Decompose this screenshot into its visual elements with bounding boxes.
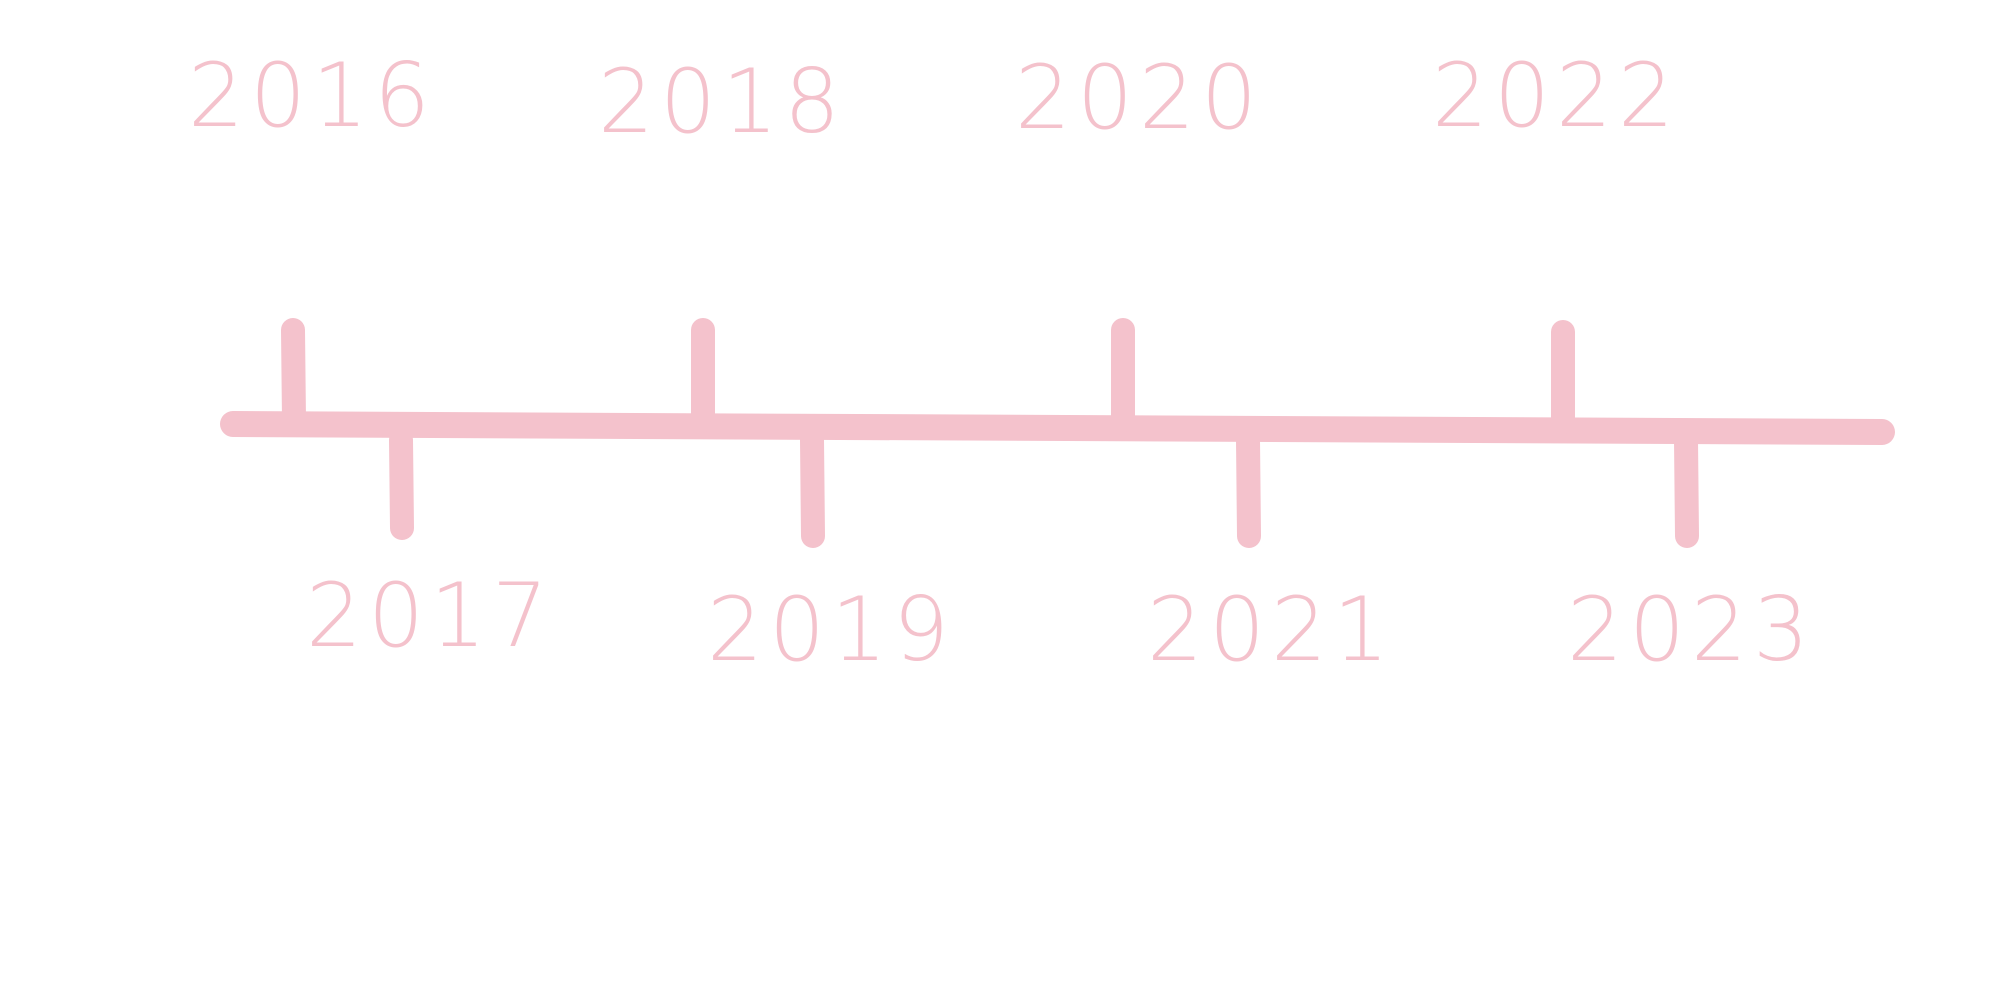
tick-2019 — [800, 428, 825, 548]
tick-2021 — [1236, 428, 1261, 548]
year-label-2022: 2022 — [1432, 44, 1680, 147]
tick-2023 — [1674, 428, 1699, 548]
tick-2017 — [389, 428, 414, 540]
year-label-2020: 2020 — [1015, 46, 1263, 149]
year-label-2023: 2023 — [1567, 578, 1815, 681]
tick-2016 — [281, 318, 306, 432]
year-label-2017: 2017 — [306, 564, 554, 667]
year-label-2018: 2018 — [598, 50, 846, 153]
year-label-2021: 2021 — [1147, 578, 1395, 681]
year-label-2016: 2016 — [188, 44, 436, 147]
year-label-2019: 2019 — [707, 578, 955, 681]
timeline-axis — [220, 411, 1895, 445]
